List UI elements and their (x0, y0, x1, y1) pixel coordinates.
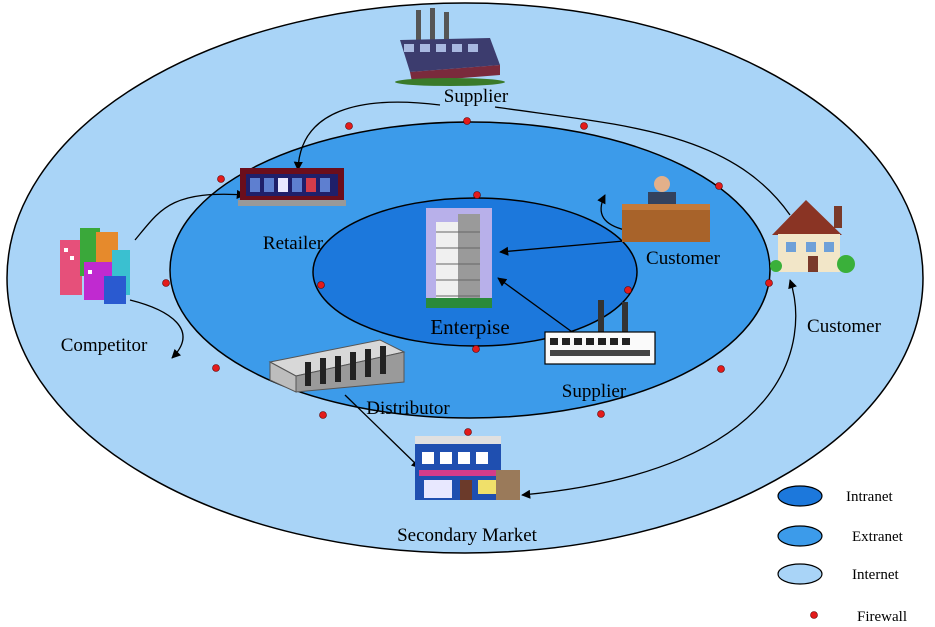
customer-outer-label: Customer (807, 316, 882, 337)
firewall-dot (463, 117, 471, 125)
firewall-dot (212, 364, 220, 372)
competitor-label: Competitor (61, 335, 148, 356)
supplier-to-customer-line (494, 106, 791, 216)
firewall-dot (162, 279, 170, 287)
distributor-to-market-line (344, 394, 421, 469)
retailer-label: Retailer (263, 233, 324, 254)
customer-to-market-line (521, 279, 797, 499)
firewall-dot (765, 279, 773, 287)
retailer-store-icon (238, 168, 346, 206)
legend-firewall-dot (810, 611, 818, 619)
firewall-dot (472, 345, 480, 353)
competitor-to-retailer-line (134, 189, 246, 241)
connection-lines (129, 101, 797, 499)
firewall-dots (162, 117, 773, 436)
legend-intranet-label: Intranet (846, 489, 893, 505)
firewall-dot (597, 410, 605, 418)
firewall-dot (464, 428, 472, 436)
supplier-top-label: Supplier (444, 86, 509, 107)
supplier-inner-label: Supplier (562, 381, 627, 402)
legend: Intranet Extranet Internet Firewall (777, 485, 907, 625)
legend-extranet-swatch (777, 525, 823, 547)
firewall-dot (317, 281, 325, 289)
customer-to-enterprise-line (499, 239, 636, 256)
legend-firewall-label: Firewall (857, 609, 907, 625)
customer-loop-line (597, 194, 626, 231)
supplier-to-retailer-line (293, 101, 441, 171)
competitor-buildings-icon (60, 228, 130, 304)
firewall-dot (715, 182, 723, 190)
legend-internet-label: Internet (852, 567, 899, 583)
customer-house-icon (770, 200, 855, 273)
supplier-factory-icon (395, 8, 505, 86)
supplier-factory-small-icon (544, 300, 656, 365)
enterprise-label: Enterpise (430, 315, 509, 339)
secondary-market-label: Secondary Market (397, 525, 538, 546)
competitor-loop-line (129, 299, 184, 359)
distributor-building-icon (268, 339, 406, 393)
firewall-dot (319, 411, 327, 419)
firewall-dot (717, 365, 725, 373)
legend-extranet-label: Extranet (852, 529, 904, 545)
firewall-dot (345, 122, 353, 130)
distributor-label: Distributor (366, 398, 450, 419)
legend-internet-swatch (777, 563, 823, 585)
secondary-market-store-icon (415, 436, 520, 500)
customer-inner-label: Customer (646, 248, 721, 269)
enterprise-tower-icon (426, 208, 492, 308)
firewall-dot (473, 191, 481, 199)
firewall-dot (624, 286, 632, 294)
firewall-dot (217, 175, 225, 183)
legend-intranet-swatch (777, 485, 823, 507)
customer-desk-icon (622, 176, 710, 242)
firewall-dot (580, 122, 588, 130)
